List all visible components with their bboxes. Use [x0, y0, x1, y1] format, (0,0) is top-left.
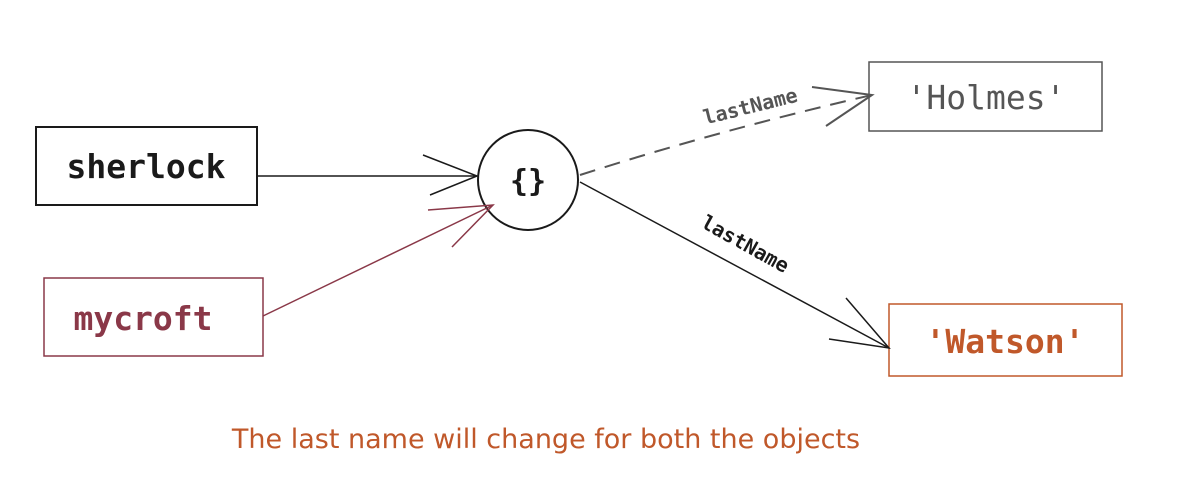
object-node: {}: [477, 129, 579, 231]
object-label: {}: [510, 164, 546, 199]
new-lastname-head: [828, 297, 891, 350]
new-lastname-arrow: [579, 181, 891, 350]
mycroft-label: mycroft: [73, 299, 212, 338]
mycroft-box: [43, 277, 264, 357]
watson-node: 'Watson': [888, 303, 1123, 377]
watson-label: 'Watson': [926, 322, 1085, 361]
old-lastname-shaft: [579, 94, 873, 176]
object-circle: [477, 129, 579, 231]
sherlock-node: sherlock: [35, 126, 258, 206]
mycroft-arrow-head: [427, 204, 495, 248]
mycroft-reference-arrow: [262, 204, 495, 317]
sherlock-reference-arrow: [258, 154, 480, 196]
holmes-node: 'Holmes': [868, 61, 1103, 132]
sherlock-label: sherlock: [67, 147, 226, 186]
old-lastname-arrow: [579, 86, 875, 176]
watson-box: [888, 303, 1123, 377]
mycroft-node: mycroft: [43, 277, 264, 357]
old-lastname-head: [811, 86, 875, 127]
mycroft-arrow-shaft: [262, 204, 494, 317]
caption: The last name will change for both the o…: [231, 424, 860, 455]
sherlock-arrow-head: [422, 154, 480, 196]
holmes-label: 'Holmes': [907, 78, 1066, 117]
sherlock-box: [35, 126, 258, 206]
new-lastname-shaft: [579, 181, 890, 349]
old-lastname-label: lastName: [701, 83, 800, 130]
new-lastname-label: lastName: [697, 210, 793, 278]
